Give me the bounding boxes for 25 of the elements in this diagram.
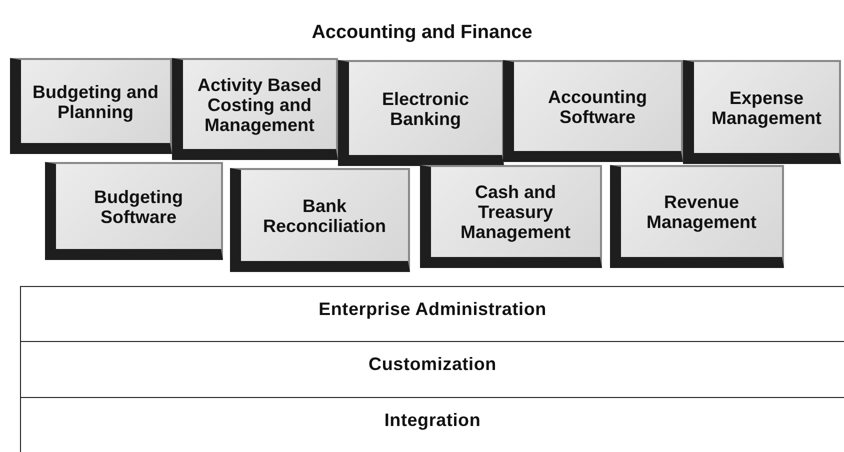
module-label: Expense Management <box>710 88 823 128</box>
module-label: Cash and Treasury Management <box>459 182 572 242</box>
layer-band <box>20 286 844 341</box>
module-label: Activity Based Costing and Management <box>196 74 323 134</box>
diagram-title: Accounting and Finance <box>310 22 534 44</box>
module-label: Bank Reconciliation <box>262 196 388 236</box>
module-box <box>503 60 683 162</box>
module-label: Accounting Software <box>547 86 648 126</box>
module-box <box>420 165 602 268</box>
layer-label: Customization <box>368 354 496 376</box>
module-label: Revenue Management <box>645 192 758 232</box>
module-box <box>172 58 338 160</box>
layer-label: Enterprise Administration <box>318 299 546 321</box>
layer-label: Integration <box>384 410 481 432</box>
module-box <box>683 60 841 164</box>
layer-band <box>20 341 844 397</box>
module-box <box>610 165 784 268</box>
module-box <box>230 168 410 272</box>
module-box <box>10 58 172 154</box>
module-box <box>45 162 223 260</box>
module-label: Budgeting and Planning <box>32 82 160 122</box>
module-label: Budgeting Software <box>93 186 184 226</box>
module-label: Electronic Banking <box>380 88 470 128</box>
layer-band <box>20 397 844 452</box>
module-box <box>338 60 504 166</box>
